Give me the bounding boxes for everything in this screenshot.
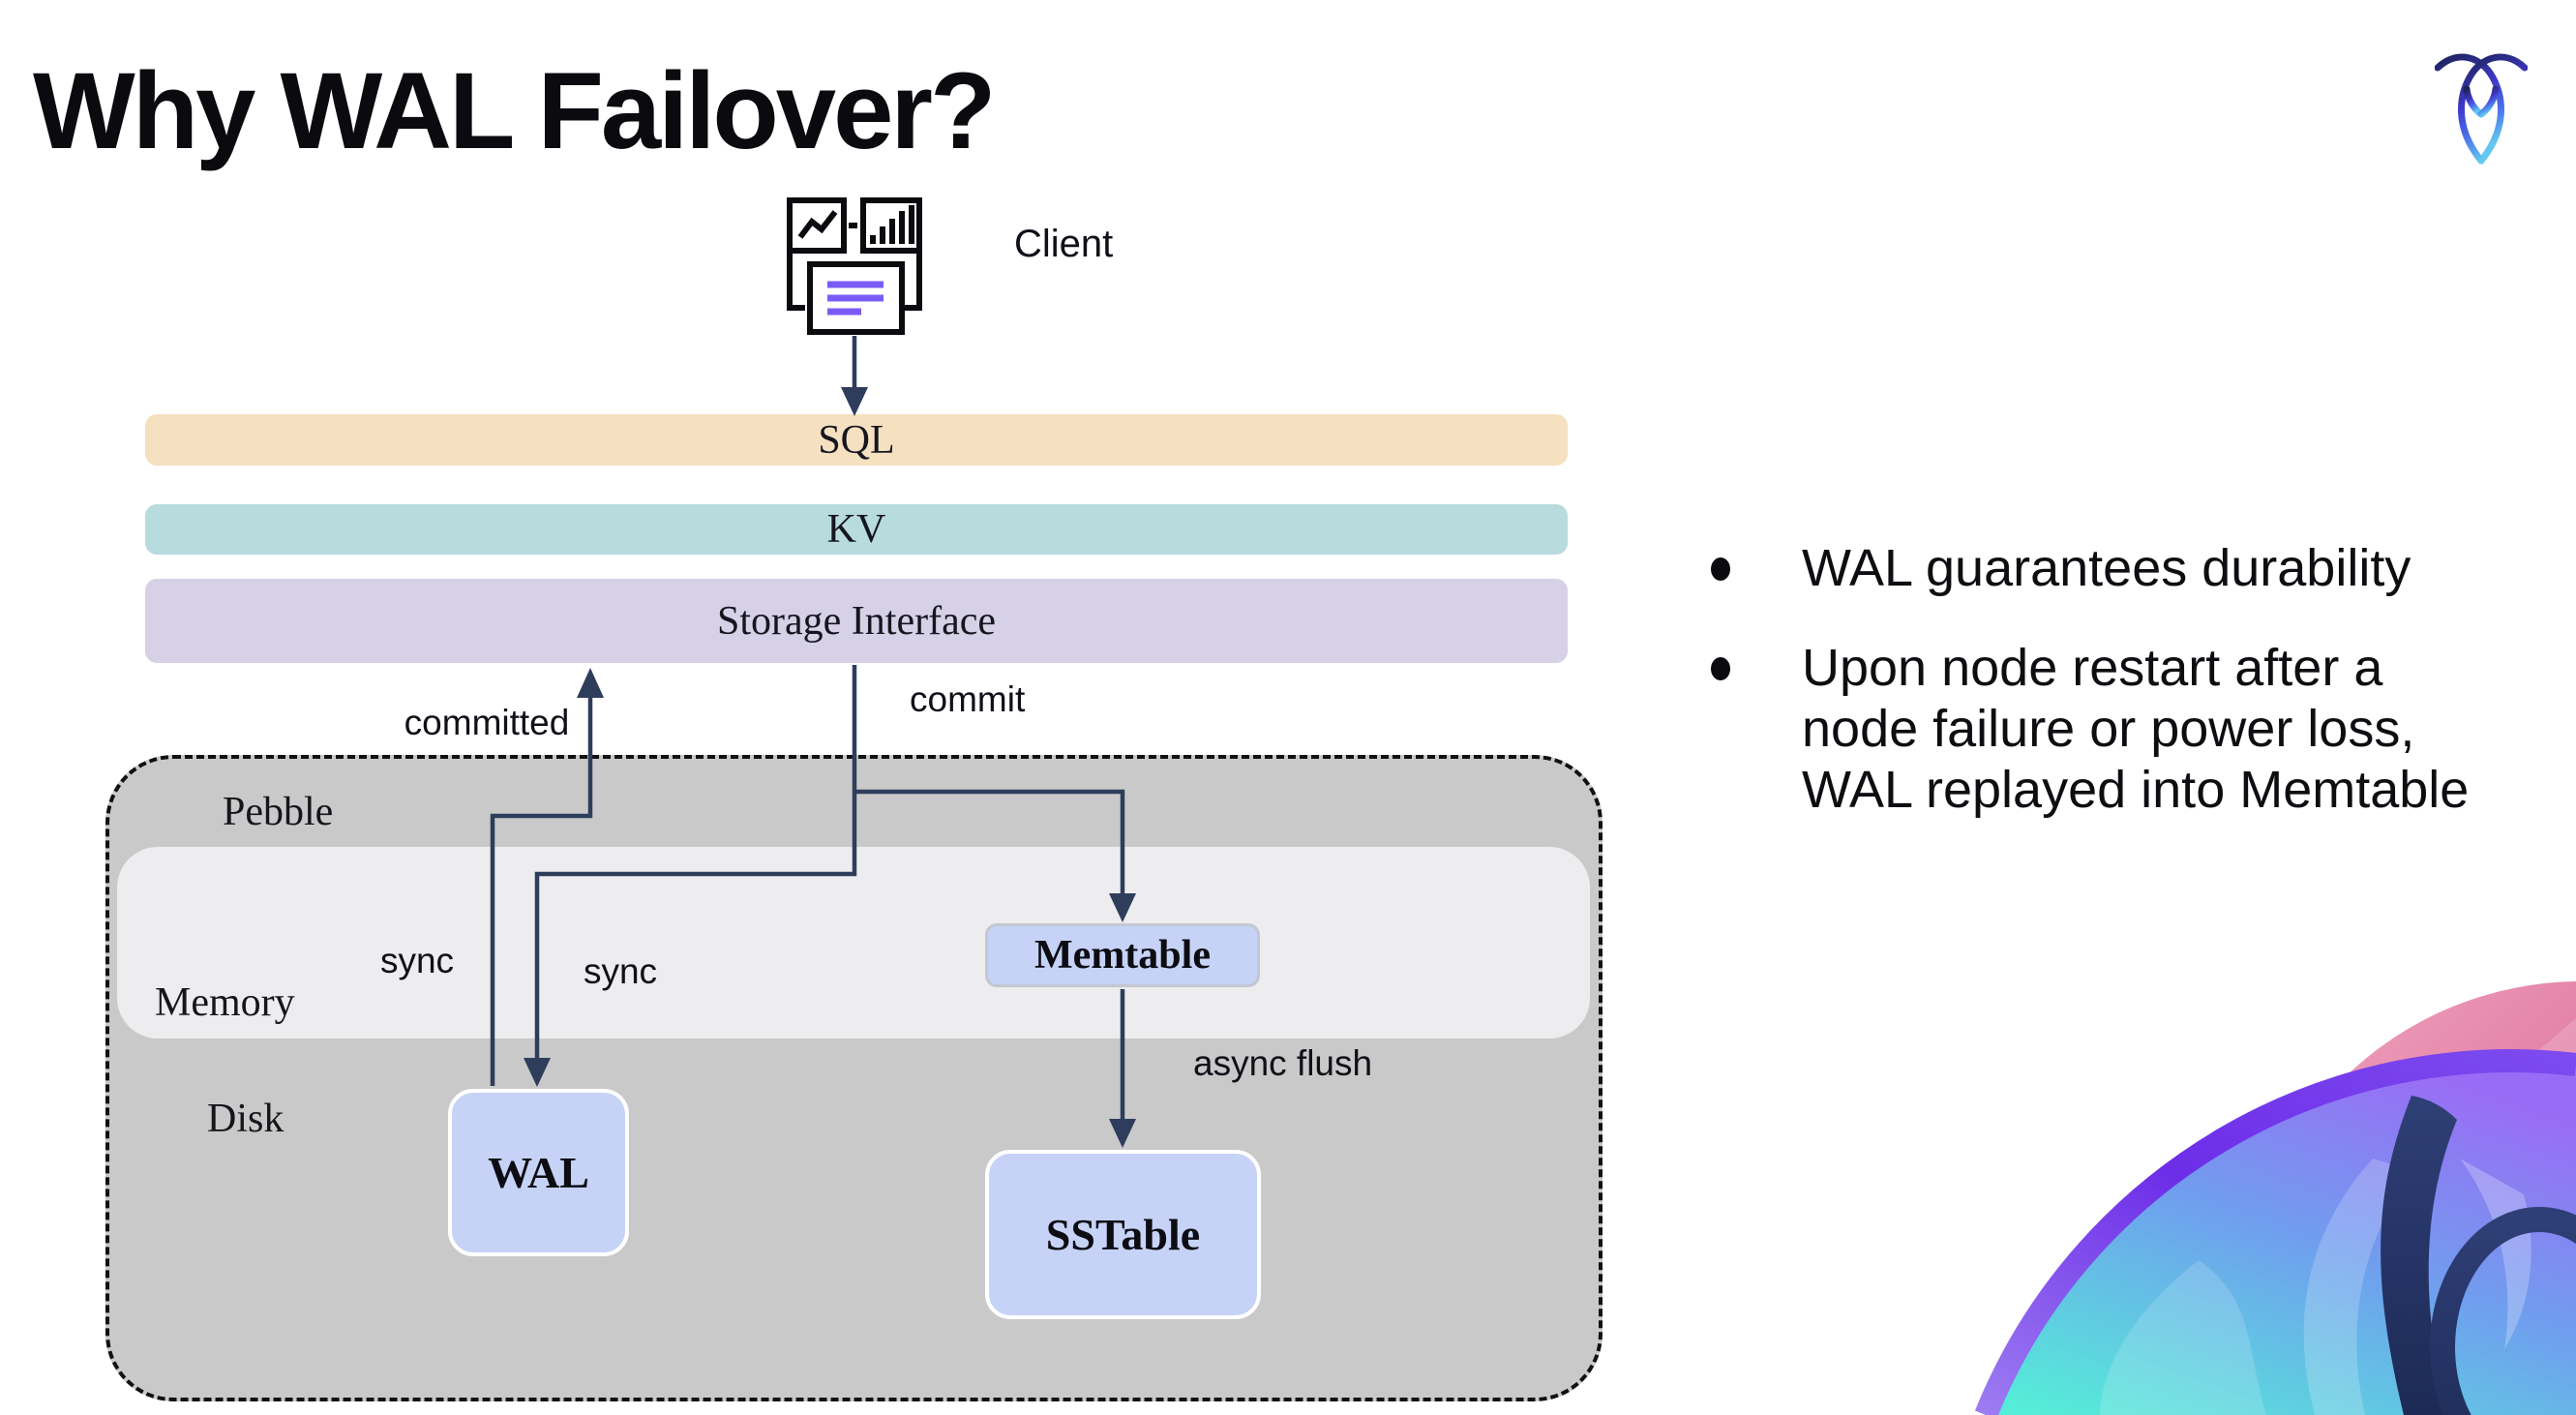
bullet-text: Upon node restart after a node failure o… (1802, 639, 2470, 819)
cockroachdb-logo (2435, 53, 2528, 165)
node-memtable: Memtable (985, 923, 1260, 987)
layer-label-sql: SQL (818, 417, 895, 463)
edge-label-async-flush: async flush (1193, 1043, 1373, 1083)
memory-label: Memory (155, 980, 295, 1025)
pebble-label: Pebble (223, 790, 334, 834)
edge-label-sync-right: sync (583, 951, 658, 991)
bullet-dot (1711, 657, 1730, 680)
layer-bar-storage-interface: Storage Interface (145, 579, 1568, 663)
layer-label-kv: KV (826, 507, 886, 552)
layer-label-storage-interface: Storage Interface (717, 598, 996, 644)
edge-label-commit: commit (910, 679, 1026, 719)
memory-band (117, 847, 1590, 1039)
node-memtable-label: Memtable (1034, 933, 1211, 978)
edge-label-sync-left: sync (379, 941, 455, 980)
node-wal-label: WAL (488, 1148, 589, 1197)
node-wal: WAL (448, 1089, 629, 1256)
brand-corner-graphic (1974, 981, 2576, 1415)
page-title: Why WAL Failover? (33, 50, 996, 171)
bullet-dot (1711, 557, 1730, 581)
bullet-item: Upon node restart after a node failure o… (1711, 638, 2479, 821)
node-sstable: SSTable (985, 1150, 1261, 1319)
client-icon (787, 197, 922, 335)
client-label: Client (1014, 223, 1114, 265)
bullet-item: WAL guarantees durability (1711, 538, 2485, 599)
bullet-text: WAL guarantees durability (1802, 539, 2411, 597)
disk-label: Disk (207, 1097, 285, 1141)
layer-bar-kv: KV (145, 504, 1568, 555)
node-sstable-label: SSTable (1045, 1210, 1201, 1259)
edge-label-committed: committed (404, 703, 570, 742)
layer-bar-sql: SQL (145, 414, 1568, 466)
